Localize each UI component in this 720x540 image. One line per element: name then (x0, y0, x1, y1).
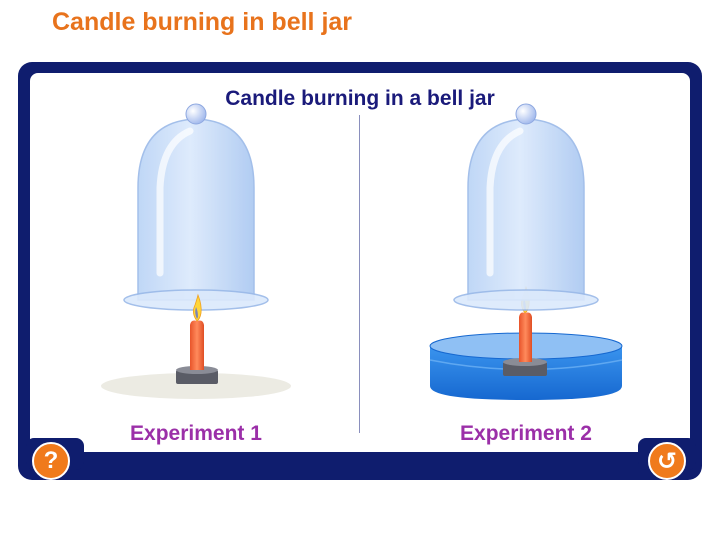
replay-icon: ↺ (656, 447, 678, 475)
candle-holder-1 (176, 370, 218, 384)
candle-2 (519, 312, 532, 362)
animation-frame: Candle burning in a bell jar (18, 62, 702, 480)
bell-jar-2-knob (515, 103, 537, 125)
bell-jar-2-rim (453, 289, 599, 311)
experiment-1-setup (101, 103, 291, 399)
bell-jar-1-knob (185, 103, 207, 125)
experiment-1-label: Experiment 1 (130, 422, 262, 445)
candle-1 (190, 320, 204, 370)
bell-jar-1 (137, 118, 255, 301)
table-shadow (101, 373, 291, 399)
slide-title: Candle burning in bell jar (52, 8, 353, 36)
flame-1 (193, 293, 202, 322)
animation-panel: Candle burning in a bell jar (30, 73, 690, 452)
replay-button[interactable]: ↺ (648, 442, 686, 480)
candle-holder-2 (503, 362, 547, 376)
experiment-2-label: Experiment 2 (460, 422, 592, 445)
bell-jar-2 (467, 118, 585, 301)
experiment-divider (359, 115, 360, 433)
experiments-illustration (101, 103, 623, 400)
panel-title: Candle burning in a bell jar (225, 87, 495, 110)
question-mark-icon: ? (43, 447, 59, 474)
help-button[interactable]: ? (32, 442, 70, 480)
experiment-2-setup (429, 103, 623, 400)
